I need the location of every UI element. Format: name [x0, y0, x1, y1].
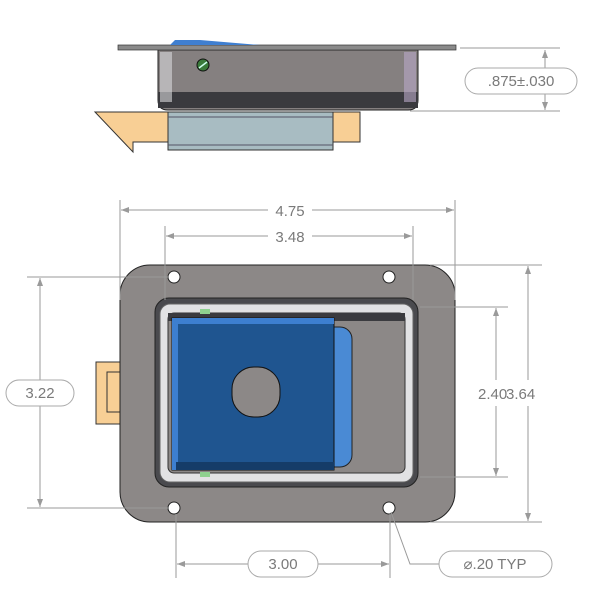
hole-icon	[167, 270, 181, 284]
overall-height-label: 3.64	[506, 386, 535, 403]
keyhole	[231, 366, 281, 418]
hole-vertical-label: 3.22	[25, 385, 54, 402]
width-dimensions: 4.75 3.48	[119, 200, 456, 300]
hole-diameter-label: ⌀.20 TYP	[464, 556, 527, 573]
handle-edge	[170, 40, 260, 45]
cutout-height-label: 2.40	[478, 386, 507, 403]
flange	[117, 44, 457, 51]
hole-diameter-callout: ⌀.20 TYP	[390, 511, 553, 578]
height-dimensions: 2.40 3.64	[420, 264, 542, 523]
hole-icon	[382, 270, 396, 284]
hole-icon	[167, 501, 181, 515]
depth-dimension: .875±.030	[410, 47, 578, 112]
depth-label: .875±.030	[488, 73, 555, 90]
bolt	[167, 111, 334, 151]
cutout-width-label: 3.48	[275, 229, 304, 246]
hole-horizontal-label: 3.00	[268, 556, 297, 573]
side-view	[93, 40, 457, 154]
hole-vertical-dimension: 3.22	[5, 276, 168, 509]
mounting-holes	[167, 270, 396, 515]
front-view	[95, 264, 456, 523]
overall-width-label: 4.75	[275, 203, 304, 220]
hole-icon	[382, 501, 396, 515]
hole-horizontal-dimension: 3.00	[175, 514, 391, 578]
latch-stub	[95, 361, 123, 425]
